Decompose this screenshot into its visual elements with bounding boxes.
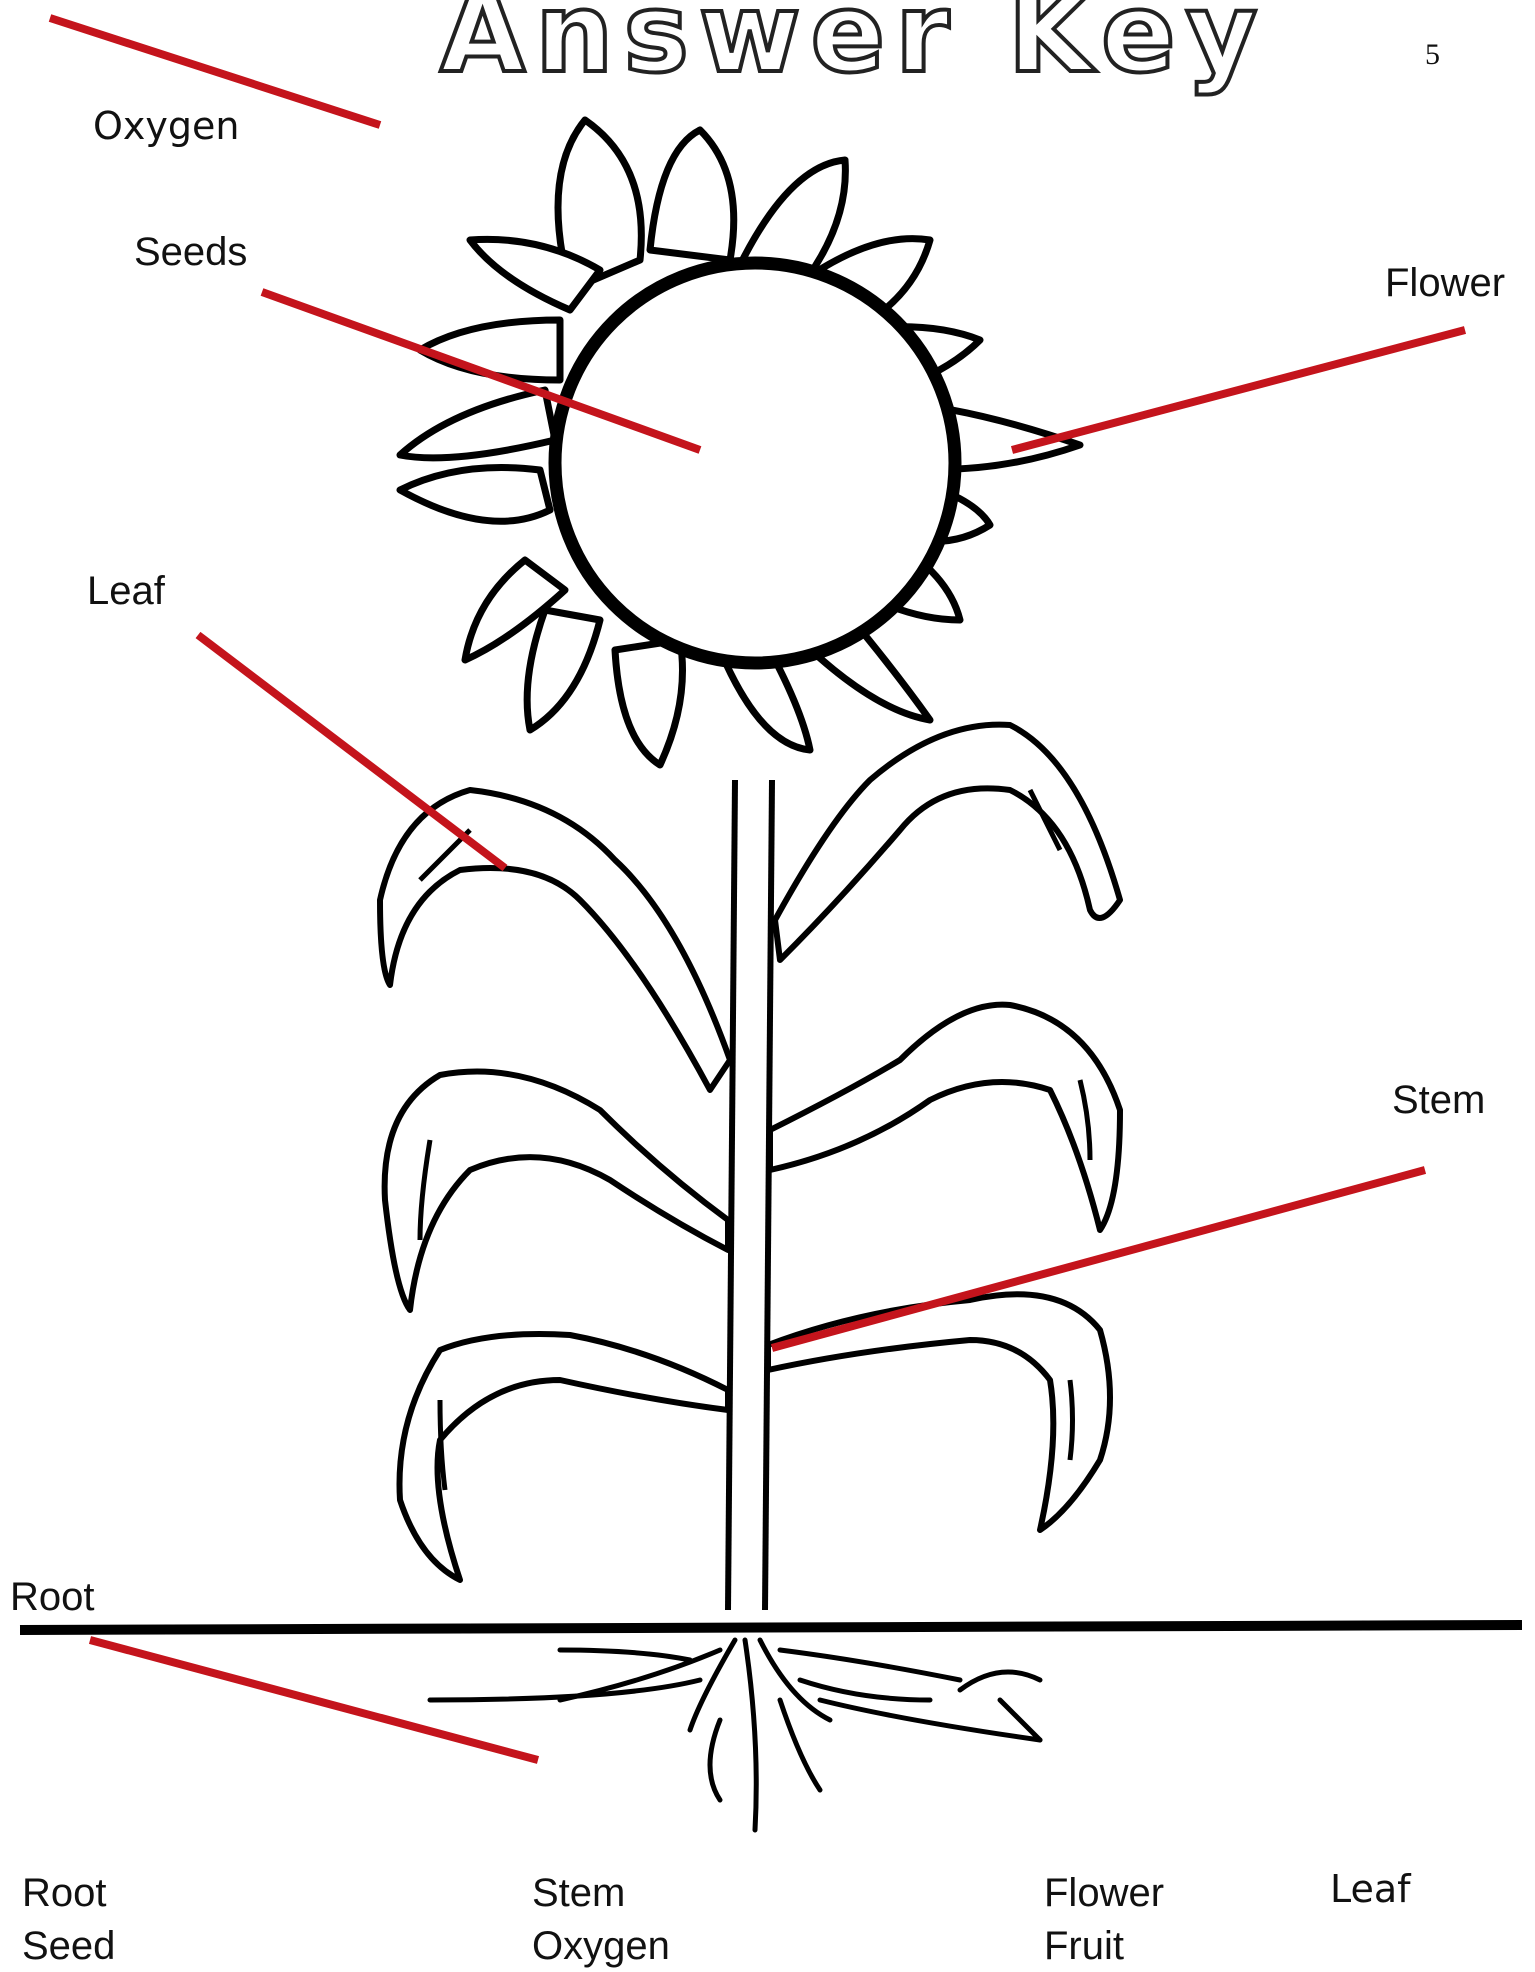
pointer-leaf: [198, 635, 505, 868]
label-leaf: Leaf: [87, 571, 165, 611]
label-oxygen: Oxygen: [93, 107, 239, 145]
word-bank-item: Seed: [22, 1926, 115, 1966]
roots: [430, 1640, 1040, 1830]
word-bank-item: Stem: [532, 1873, 625, 1913]
pointer-flower: [1012, 330, 1465, 450]
ground-line: [20, 1625, 1522, 1630]
word-bank-item: Fruit: [1044, 1926, 1124, 1966]
word-bank-item: Root: [22, 1873, 107, 1913]
word-bank-item-leaf: Leaf: [1330, 1870, 1411, 1908]
word-bank-item: Flower: [1044, 1873, 1164, 1913]
label-seeds: Seeds: [134, 232, 247, 272]
label-stem: Stem: [1392, 1080, 1485, 1120]
stem-outline: [728, 780, 772, 1610]
label-root: Root: [10, 1577, 95, 1617]
word-bank-item: Oxygen: [532, 1926, 670, 1966]
flower-head: [555, 263, 955, 663]
label-flower: Flower: [1385, 263, 1505, 303]
